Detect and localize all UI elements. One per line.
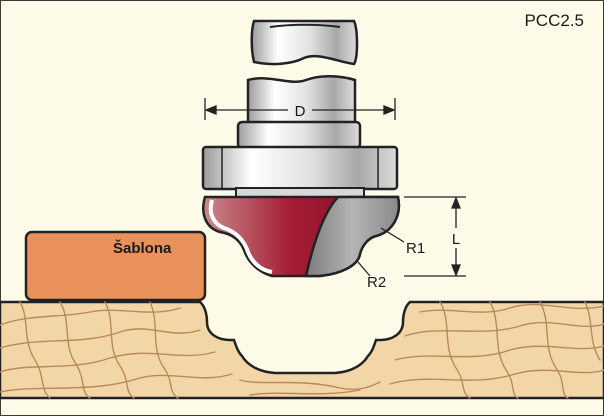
carbide-wing — [304, 195, 401, 278]
radius-leaders — [357, 227, 405, 277]
diameter-dimension — [204, 98, 396, 120]
template-board — [24, 230, 207, 302]
diameter-label: D — [295, 103, 306, 120]
length-dimension — [404, 196, 466, 277]
template-label: Šablona — [113, 239, 172, 257]
bearing-spacer — [235, 187, 365, 198]
product-code: PCC2.5 — [524, 11, 584, 30]
bearing — [201, 145, 399, 191]
wood-workpiece — [0, 300, 604, 400]
router-bit — [201, 19, 401, 278]
radius-1-label: R1 — [406, 240, 425, 257]
radius-2-label: R2 — [367, 274, 386, 291]
shank-collar — [236, 120, 362, 150]
shank-bottom — [246, 75, 357, 126]
shank-top — [250, 19, 359, 66]
length-label: L — [452, 231, 460, 248]
